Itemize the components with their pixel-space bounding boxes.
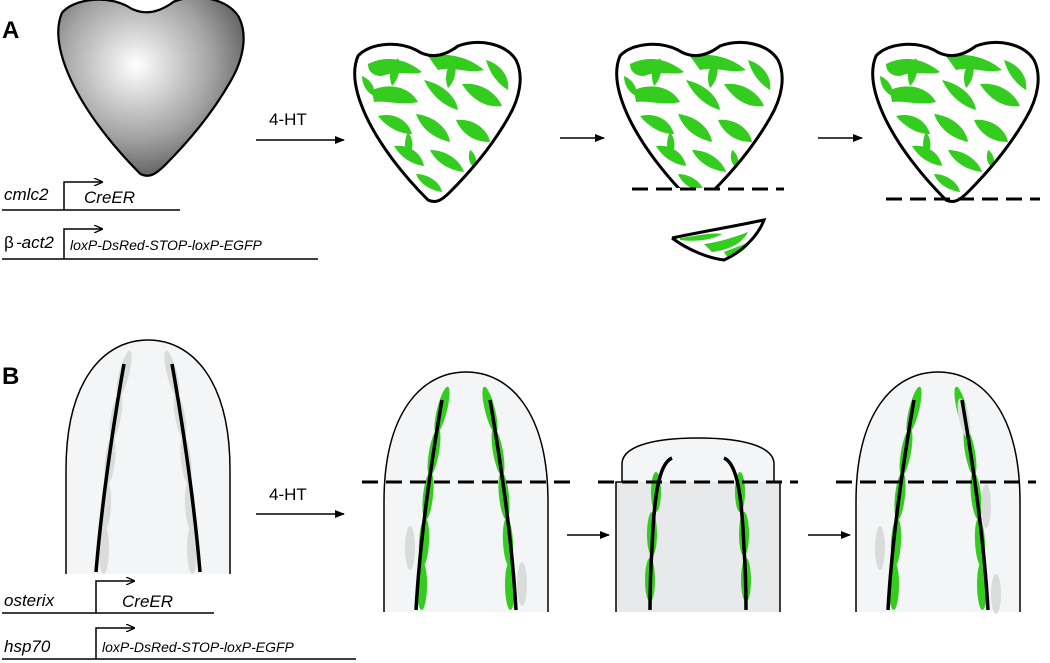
promoter-a1: cmlc2 [4,185,49,204]
gene-b2: loxP-DsRed-STOP-loxP-EGFP [102,639,295,655]
construct-a-reporter: β -act2 loxP-DsRed-STOP-loxP-EGFP [2,229,318,260]
heart-regenerated [871,40,1040,204]
heart-uninduced [57,0,245,177]
resected-apex [671,217,767,262]
fin-labeled [383,371,549,612]
promoter-b1: osterix [4,591,55,610]
panel-b-label: B [2,363,19,390]
treatment-b-label: 4-HT [269,485,307,504]
construct-b-reporter: hsp70 loxP-DsRed-STOP-loxP-EGFP [2,628,356,660]
construct-b-cre: osterix CreER [2,581,214,614]
promoter-b2: hsp70 [4,637,51,656]
promoter-a2-symbol: β [4,233,14,252]
promoter-a2: -act2 [16,233,54,252]
construct-a-cre: cmlc2 CreER [2,182,180,211]
heart-amputated [615,40,784,188]
fin-regenerated [855,371,1021,614]
treatment-a-label: 4-HT [269,110,307,129]
gene-b1: CreER [122,592,173,611]
heart-labeled [353,40,522,204]
gene-a1: CreER [84,188,135,207]
fin-uninduced [65,339,231,575]
panel-a-label: A [2,17,19,44]
fin-regenerating [615,437,781,612]
gene-a2: loxP-DsRed-STOP-loxP-EGFP [70,237,263,253]
